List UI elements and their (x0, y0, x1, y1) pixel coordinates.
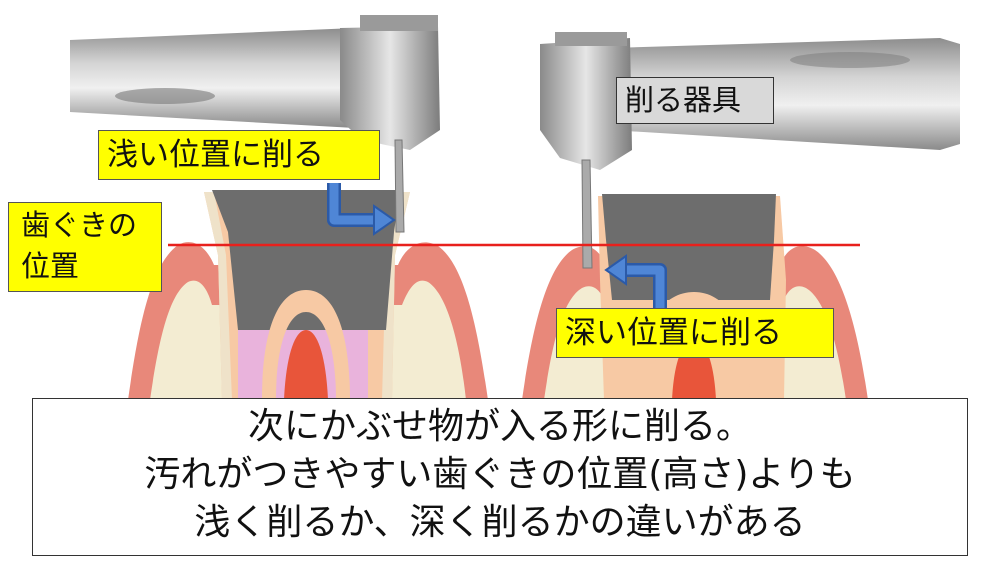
caption-line-2: 汚れがつきやすい歯ぐきの位置(高さ)よりも (144, 454, 856, 495)
left-handpiece-head (340, 26, 440, 150)
gum-label-line-1: 歯ぐきの (21, 208, 138, 242)
left-tooth (128, 190, 488, 400)
left-enamel-edge (204, 192, 410, 400)
left-handpiece-grip (115, 88, 215, 104)
left-pulp-canal (284, 330, 328, 400)
caption-line-3: 浅く削るか、深く削るかの違いがある (194, 502, 806, 543)
right-handpiece-head (540, 38, 632, 170)
left-handpiece (70, 15, 440, 233)
left-bur (394, 139, 405, 233)
deep-cut-label: 深い位置に削る (556, 308, 834, 358)
gum-label-line-2: 位置 (21, 249, 80, 283)
right-prepared-tooth (602, 194, 776, 300)
gum-position-label: 歯ぐきの 位置 (8, 202, 162, 292)
deep-arrow (604, 254, 667, 308)
left-handpiece-body (70, 28, 378, 128)
left-handpiece-cap (360, 15, 438, 31)
caption-line-1: 次にかぶせ物が入る形に削る。 (247, 406, 752, 447)
caption-box: 次にかぶせ物が入る形に削る。 汚れがつきやすい歯ぐきの位置(高さ)よりも 浅く削… (32, 398, 968, 556)
right-tooth (522, 194, 868, 400)
left-pulp (262, 290, 350, 400)
right-handpiece-grip (790, 52, 910, 68)
tool-label: 削る器具 (616, 77, 774, 124)
shallow-cut-label: 浅い位置に削る (98, 130, 380, 180)
shallow-arrow (327, 183, 396, 236)
right-bur (581, 159, 593, 269)
right-handpiece-cap (555, 32, 627, 46)
